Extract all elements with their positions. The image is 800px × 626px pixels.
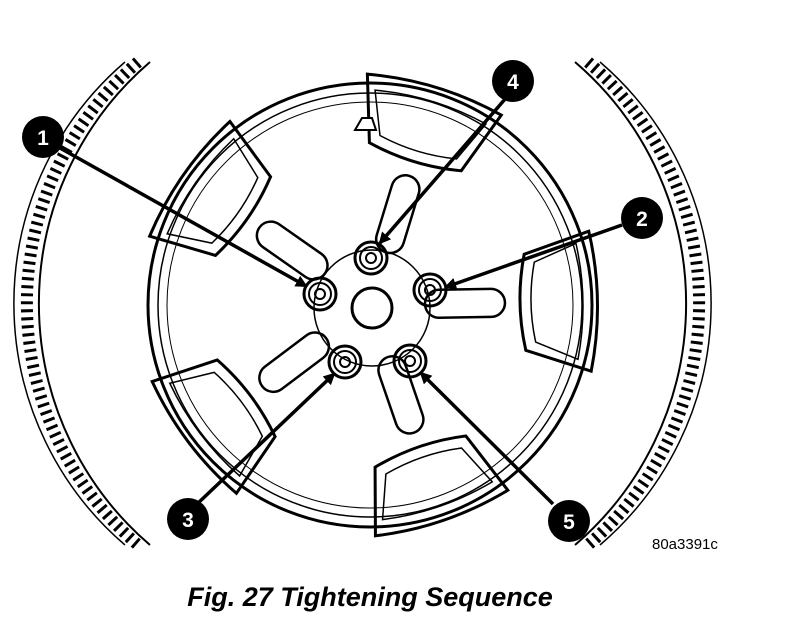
tire-tread: [13, 57, 712, 550]
lug-nut-1: [302, 276, 338, 312]
svg-text:2: 2: [636, 208, 648, 231]
svg-text:1: 1: [37, 127, 49, 150]
callout-3: 3: [167, 498, 209, 540]
callout-2: 2: [621, 197, 663, 239]
callout-1: 1: [22, 116, 64, 158]
lug-nut-3: [327, 344, 363, 380]
lug-nut-4: [353, 240, 389, 276]
callout-4: 4: [492, 60, 534, 102]
sequence-arrows: [59, 96, 623, 507]
arrow-5: [419, 371, 555, 506]
callout-5: 5: [548, 500, 590, 542]
drawing-code: 80a3391c: [652, 536, 718, 553]
wheel-spokes: [147, 72, 599, 538]
lug-nut-5: [392, 343, 428, 379]
arrow-4: [378, 96, 508, 245]
svg-text:3: 3: [182, 509, 194, 532]
lug-nut-2: [412, 272, 448, 308]
arrow-3: [194, 372, 336, 507]
arrow-2: [444, 223, 623, 290]
figure-caption: Fig. 27 Tightening Sequence: [187, 582, 553, 612]
arrow-1: [59, 146, 308, 288]
svg-text:5: 5: [563, 511, 575, 534]
svg-text:4: 4: [507, 71, 519, 94]
